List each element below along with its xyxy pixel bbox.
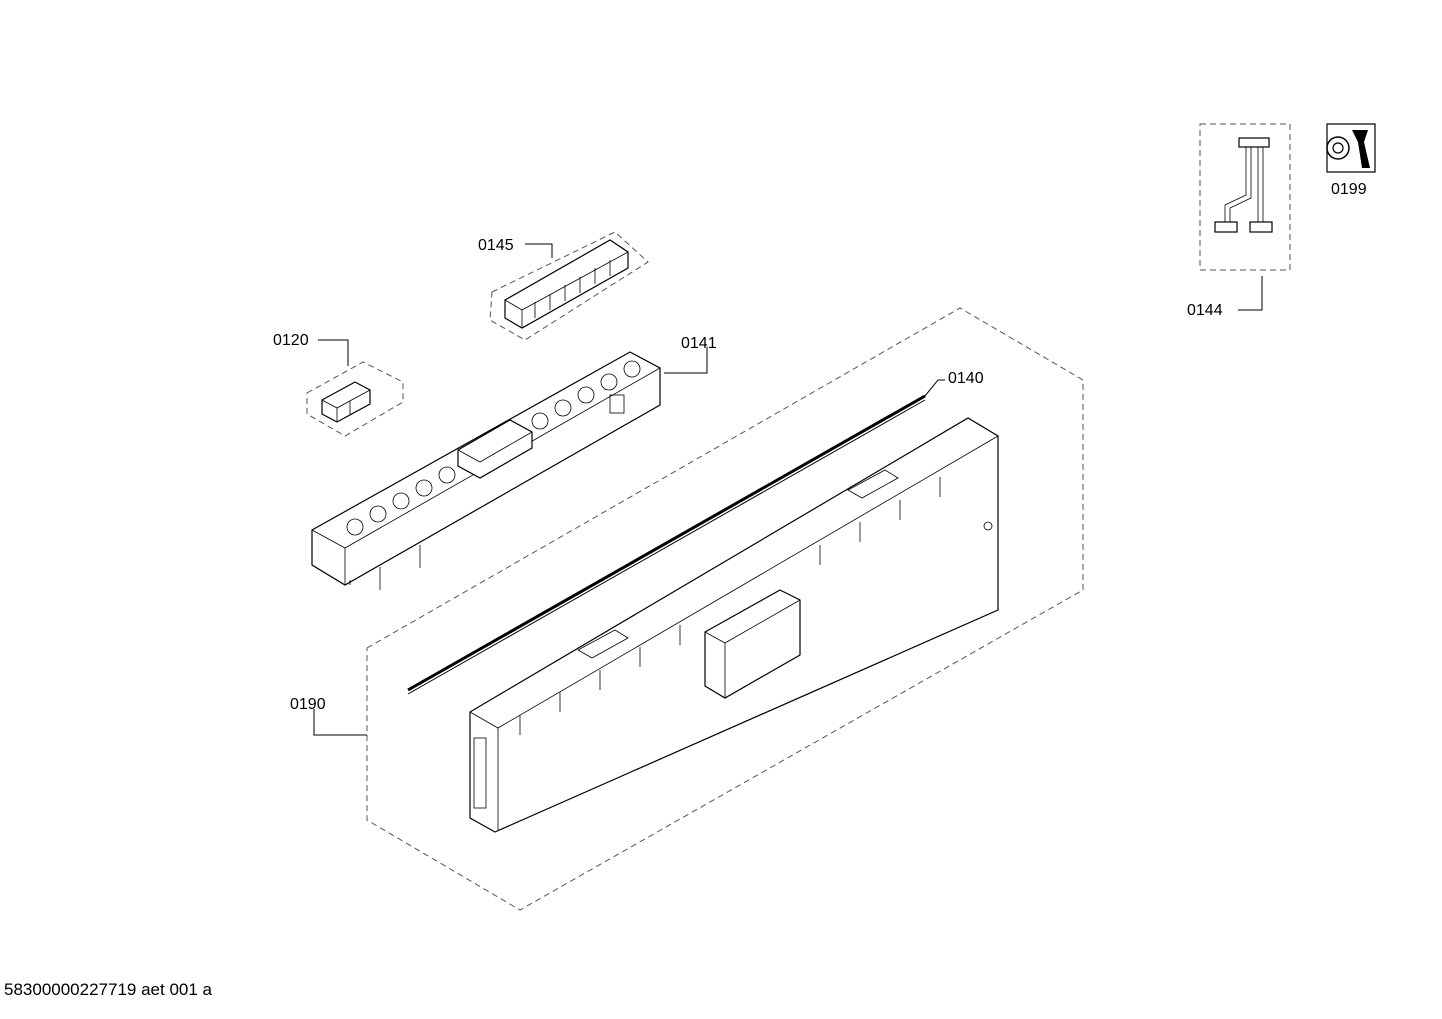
nut-wrench-icon[interactable] xyxy=(1326,123,1376,173)
part-0120-control-module[interactable] xyxy=(311,351,661,590)
part-0144-button[interactable] xyxy=(306,361,404,437)
part-0141-seal-strip[interactable] xyxy=(407,394,926,695)
part-0145-button-strip[interactable] xyxy=(489,231,649,341)
callout-0140: 0190 xyxy=(290,696,326,713)
part-0190-cable-harness[interactable] xyxy=(1199,123,1291,271)
callout-0199: 0199 xyxy=(1331,181,1367,198)
callout-0190: 0144 xyxy=(1187,302,1223,319)
document-code: 58300000227719 aet 001 a xyxy=(4,980,212,999)
callout-0144: 0120 xyxy=(273,332,309,349)
callout-0141: 0140 xyxy=(948,370,984,387)
callout-0145: 0145 xyxy=(478,237,514,254)
group-0140-outline xyxy=(366,307,1084,911)
part-0140-control-panel[interactable] xyxy=(469,417,999,833)
callout-0120: 0141 xyxy=(681,335,717,352)
